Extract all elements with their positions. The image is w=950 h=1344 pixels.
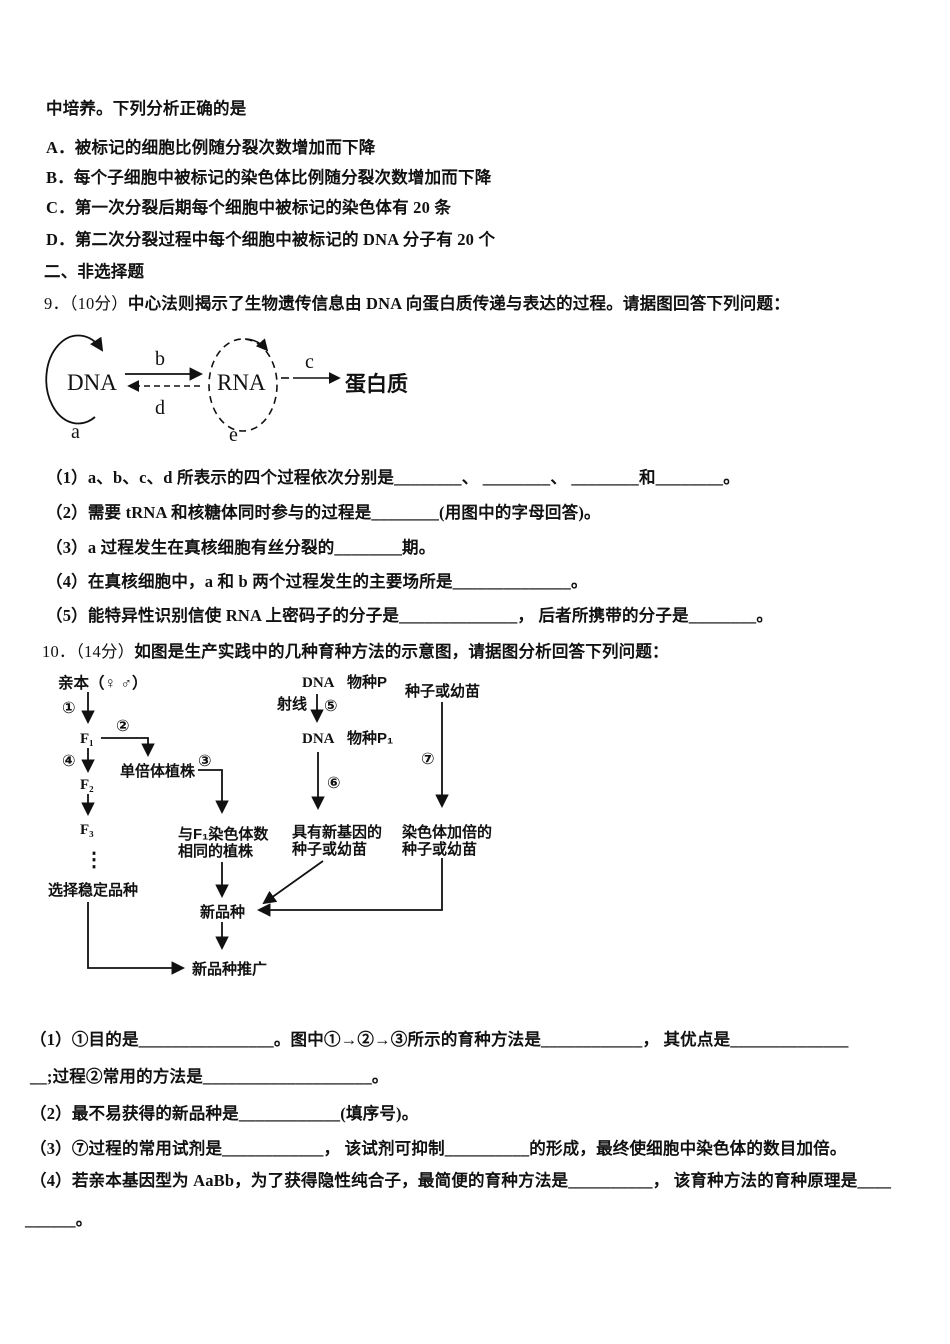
q8-option-d: D．第二次分裂过程中每个细胞中被标记的 DNA 分子有 20 个: [46, 230, 496, 249]
doubled-line1: 染色体加倍的: [401, 823, 492, 841]
haploid-label: 单倍体植株: [120, 762, 196, 780]
q10-sub-3: （3）⑦过程的常用试剂是____________， 该试剂可抑制________…: [30, 1139, 847, 1158]
q10-number: 10．: [42, 642, 76, 661]
step2-circled: ②: [116, 718, 130, 735]
protein-label: 蛋白质: [345, 372, 408, 396]
arrow-step3-elbow: [198, 769, 229, 815]
step1-circled: ①: [62, 700, 76, 717]
label-e: e: [229, 424, 238, 446]
q9-sub-3: （3）a 过程发生在真核细胞有丝分裂的________期。: [46, 538, 436, 557]
q10-sub-1-line1: （1）①目的是________________。图中①→②→③所示的育种方法是_…: [30, 1030, 849, 1049]
f1-label: F₁: [80, 731, 94, 747]
dna-label: DNA: [67, 370, 117, 395]
step5-circled: ⑤: [324, 698, 338, 715]
label-c: c: [305, 351, 314, 373]
generation-dots: ⋮: [84, 849, 104, 871]
dna-p-label: DNA: [302, 675, 335, 691]
q10-stem: 如图是生产实践中的几种育种方法的示意图，请据图分析回答下列问题：: [134, 642, 669, 661]
arrow-stable-to-promotion: [87, 902, 186, 975]
q8-option-a: A．被标记的细胞比例随分裂次数增加而下降: [46, 138, 376, 157]
arrow-newgene-to-variety: [262, 860, 324, 905]
q10-breeding-diagram: 亲本（♀ ♂） ① F₁ ② ④ F₂ 单倍体植株 ③ F₃ ⋮ 选择稳定品种 …: [48, 673, 492, 978]
new-variety-label: 新品种: [200, 903, 245, 921]
q8-option-b: B．每个子细胞中被标记的染色体比例随分裂次数增加而下降: [46, 168, 492, 187]
q9-sub-5: （5）能特异性识别信使 RNA 上密码子的分子是______________， …: [46, 606, 774, 625]
step7-circled: ⑦: [421, 751, 435, 768]
q9-sub-2: （2）需要 tRNA 和核糖体同时参与的过程是________(用图中的字母回答…: [46, 503, 601, 522]
q10-stem-line: 10．（14分）如图是生产实践中的几种育种方法的示意图，请据图分析回答下列问题：: [42, 638, 669, 662]
dna-p1-label: DNA: [302, 731, 335, 747]
f3-label: F₃: [80, 822, 94, 838]
new-gene-line2: 种子或幼苗: [291, 840, 367, 858]
f2-label: F₂: [80, 777, 94, 793]
step4-circled: ④: [62, 753, 76, 770]
q9-score: （10分）: [69, 294, 128, 313]
seeds-label: 种子或幼苗: [404, 682, 480, 700]
label-b: b: [155, 348, 165, 370]
q9-number: 9．: [44, 294, 70, 313]
dna-self-replication-loop: [45, 334, 104, 425]
same-chrom-line2: 相同的植株: [178, 842, 254, 860]
parents-label: 亲本（♀ ♂）: [58, 673, 148, 692]
species-p-label: 物种P: [347, 673, 387, 691]
q10-sub-4-line1: （4）若亲本基因型为 AaBb，为了获得隐性纯合子，最简便的育种方法是_____…: [30, 1171, 892, 1190]
q10-sub-1-line2: __;过程②常用的方法是____________________。: [30, 1067, 389, 1086]
q9-sub-4: （4）在真核细胞中，a 和 b 两个过程发生的主要场所是____________…: [46, 572, 588, 591]
arrow-doubled-to-variety: [256, 858, 443, 917]
q10-sub-2: （2）最不易获得的新品种是____________(填序号)。: [30, 1104, 419, 1123]
step3-circled: ③: [198, 753, 212, 770]
species-p1-label: 物种P₁: [347, 729, 393, 747]
new-gene-line1: 具有新基因的: [292, 823, 382, 841]
q10-score: （14分）: [75, 642, 135, 661]
label-a: a: [71, 421, 80, 443]
q9-stem-line: 9．（10分）中心法则揭示了生物遗传信息由 DNA 向蛋白质传递与表达的过程。请…: [44, 290, 790, 314]
label-d: d: [155, 397, 165, 419]
q8-option-c: C．第一次分裂后期每个细胞中被标记的染色体有 20 条: [46, 198, 452, 217]
select-stable-label: 选择稳定品种: [48, 881, 138, 899]
same-chrom-line1: 与F₁染色体数: [178, 825, 269, 843]
ray-label: 射线: [276, 695, 307, 713]
q10-sub-4-line2: ______。: [25, 1210, 93, 1229]
arrow-step2-elbow: [101, 737, 155, 758]
q8-stem-tail: 中培养。下列分析正确的是: [46, 99, 247, 118]
rna-label: RNA: [217, 370, 266, 395]
q9-sub-1: （1）a、b、c、d 所表示的四个过程依次分别是________、 ______…: [46, 468, 740, 487]
promotion-label: 新品种推广: [192, 960, 267, 978]
q9-central-dogma-diagram: DNA a b d RNA e c 蛋白质: [45, 334, 408, 446]
step6-circled: ⑥: [327, 775, 341, 792]
section2-title: 二、非选择题: [44, 262, 145, 281]
rna-replication-loop: [208, 338, 278, 432]
q9-stem: 中心法则揭示了生物遗传信息由 DNA 向蛋白质传递与表达的过程。请据图回答下列问…: [127, 294, 790, 313]
doubled-line2: 种子或幼苗: [401, 840, 477, 858]
